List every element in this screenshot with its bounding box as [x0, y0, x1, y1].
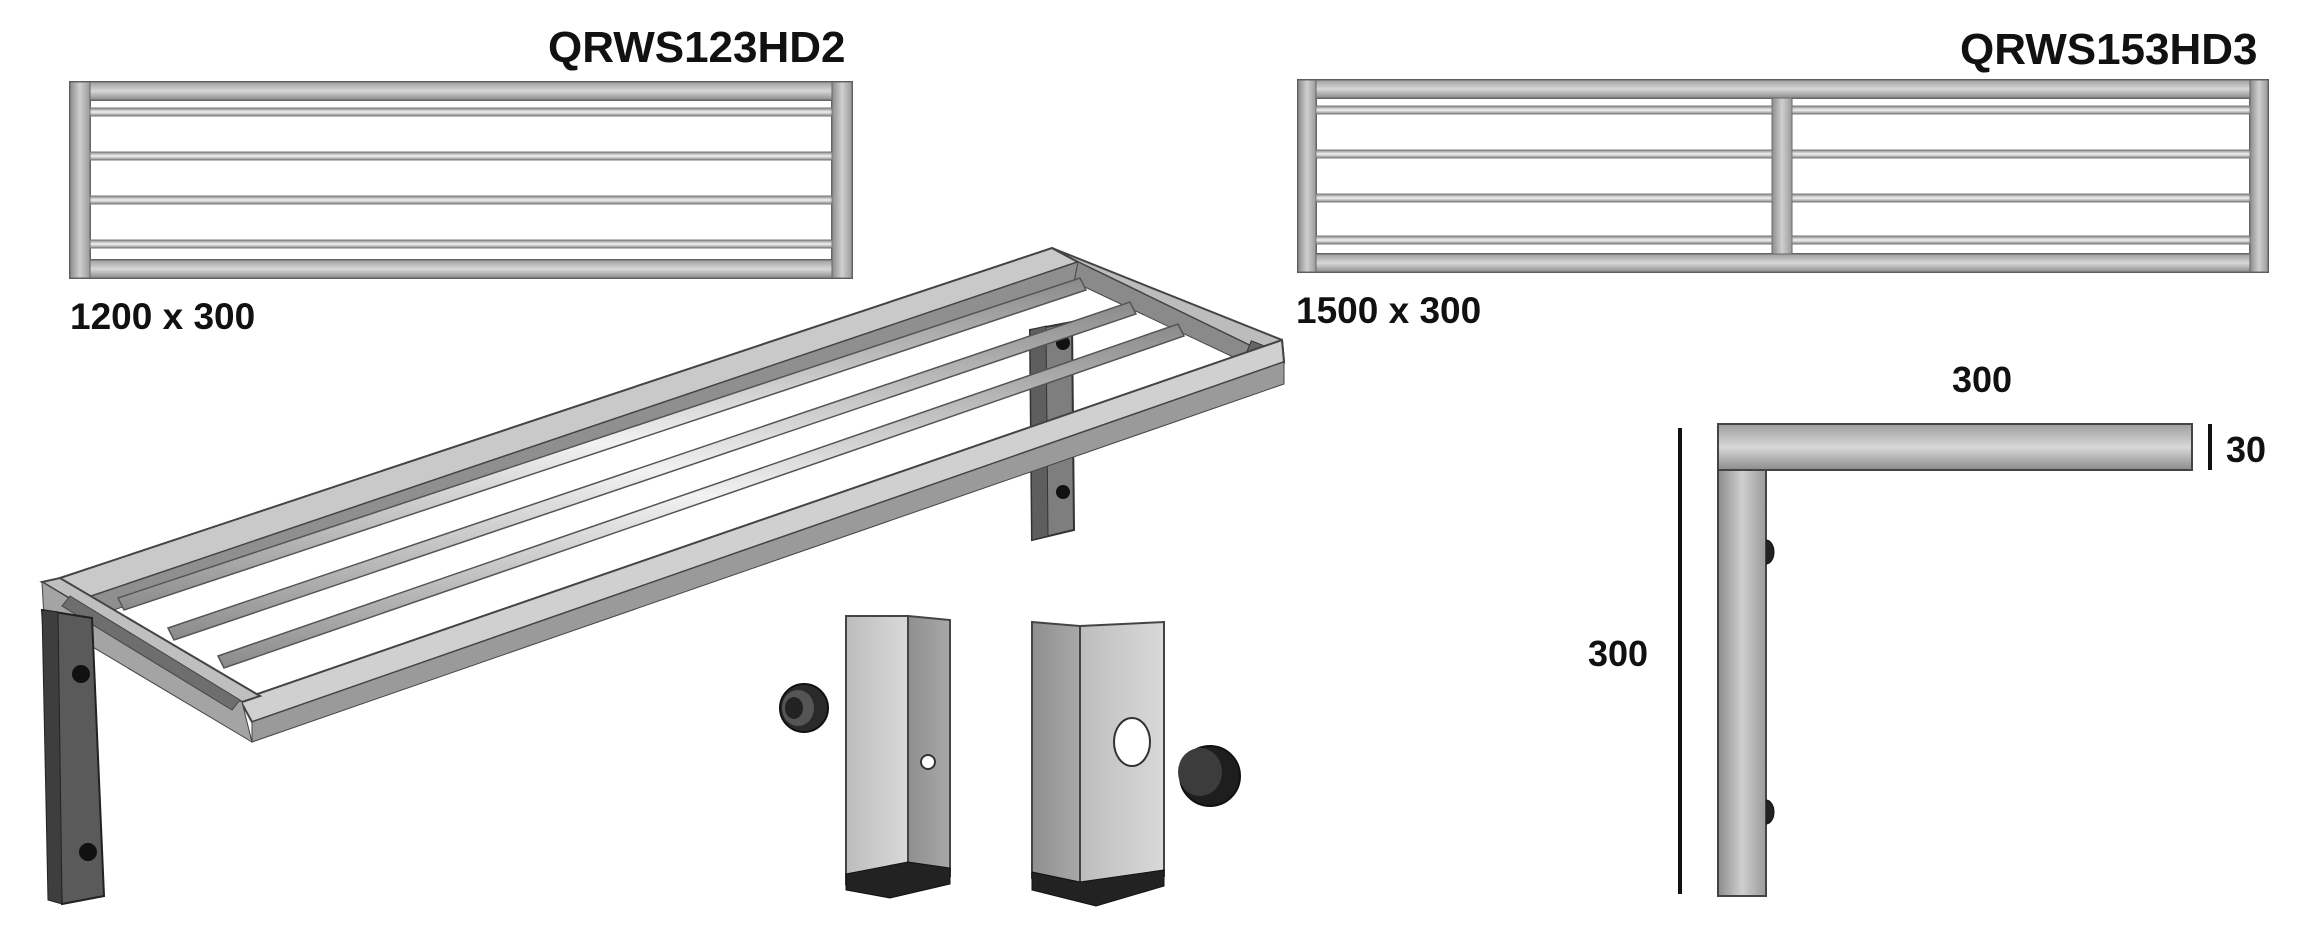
size-label-left: 1200 x 300: [70, 296, 256, 337]
rod: [216, 323, 1186, 669]
fixing-hole: [1113, 717, 1151, 767]
dim-thickness: 30: [2226, 429, 2267, 470]
model-code-right: QRWS153HD3: [1960, 25, 2258, 74]
model-code-left: QRWS123HD2: [548, 23, 846, 72]
rod: [166, 301, 1138, 641]
plan-view-qrws153hd3: [1297, 79, 2269, 273]
fixing-hole: [1056, 485, 1070, 499]
center-bar: [1771, 97, 1793, 255]
leg-detail-large-hole: [1031, 620, 1241, 907]
rod: [89, 239, 833, 249]
rod: [89, 151, 833, 161]
dim-height: 300: [1588, 633, 1649, 674]
fixing-hole: [1765, 799, 1775, 825]
size-label-right: 1500 x 300: [1296, 290, 1482, 331]
fixing-hole: [72, 665, 90, 683]
rod: [116, 277, 1088, 611]
foot-cap: [1031, 869, 1165, 907]
fixing-hole: [79, 843, 97, 861]
fixing-hole: [1765, 539, 1775, 565]
bracket-profile: [1717, 423, 2193, 897]
shelf-3d-view: [39, 246, 1286, 906]
foot-cap: [845, 861, 951, 899]
frame-inner: [89, 99, 833, 261]
bracket-side-view: [1678, 423, 2212, 897]
rod: [89, 195, 833, 205]
plan-view-qrws123hd2: [69, 81, 853, 279]
leg-detail-small-hole: [779, 614, 951, 899]
rod: [89, 107, 833, 117]
fixing-hole: [920, 754, 936, 770]
dim-top-width: 300: [1952, 359, 2013, 400]
